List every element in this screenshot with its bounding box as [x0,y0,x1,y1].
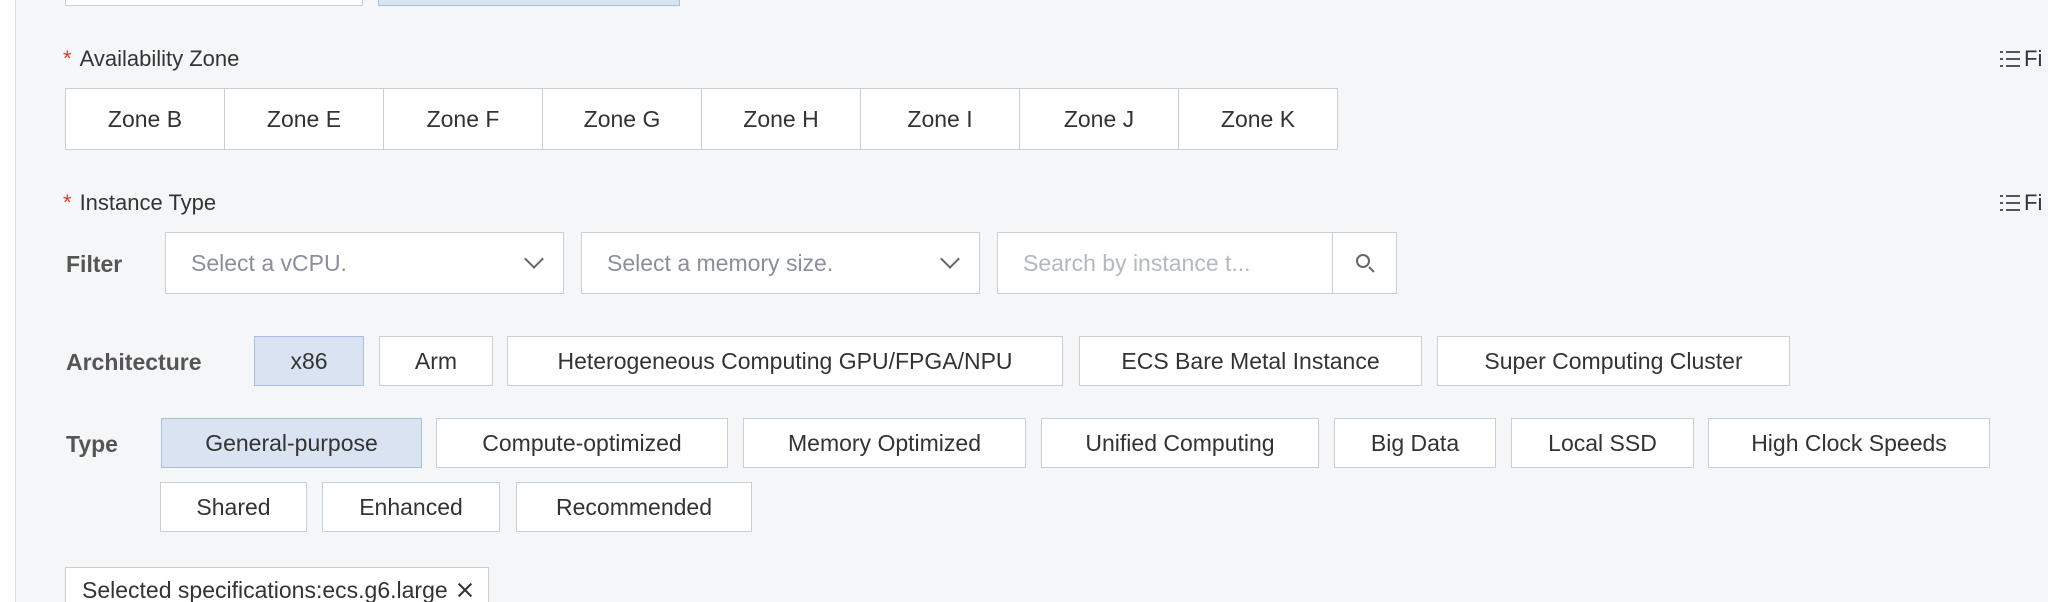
type-option-general-purpose[interactable]: General-purpose [161,418,422,468]
architecture-option-x86[interactable]: x86 [254,336,364,386]
type-option-enhanced[interactable]: Enhanced [322,482,500,532]
architecture-option-bare-metal[interactable]: ECS Bare Metal Instance [1079,336,1422,386]
fix-link-label: Fi [2024,46,2043,71]
availability-zone-title: Availability Zone [79,46,240,71]
type-option-unified-computing[interactable]: Unified Computing [1041,418,1319,468]
zone-button[interactable]: Zone H [701,88,861,150]
previous-option-selected-clipped[interactable] [378,0,680,6]
list-icon [2000,50,2020,68]
type-label: Type [66,431,118,457]
type-option-big-data[interactable]: Big Data [1334,418,1496,468]
zone-button[interactable]: Zone K [1178,88,1338,150]
zone-button[interactable]: Zone I [860,88,1020,150]
architecture-option-arm[interactable]: Arm [379,336,493,386]
architecture-label: Architecture [66,349,202,375]
zone-button-group: Zone B Zone E Zone F Zone G Zone H Zone … [65,88,1338,150]
required-mark: * [63,46,72,71]
type-option-local-ssd[interactable]: Local SSD [1511,418,1694,468]
zone-button[interactable]: Zone F [383,88,543,150]
instance-search-input[interactable]: Search by instance t... [997,232,1333,294]
filter-label: Filter [66,251,123,277]
instance-type-title: Instance Type [79,190,217,215]
type-option-high-clock-speeds[interactable]: High Clock Speeds [1708,418,1990,468]
zone-button[interactable]: Zone B [65,88,225,150]
type-option-memory-optimized[interactable]: Memory Optimized [743,418,1026,468]
zone-button[interactable]: Zone E [224,88,384,150]
availability-zone-label: * Availability Zone [63,46,239,72]
fix-link-zone[interactable]: Fi [2000,46,2048,72]
architecture-option-heterogeneous[interactable]: Heterogeneous Computing GPU/FPGA/NPU [507,336,1063,386]
required-mark: * [63,190,72,215]
type-option-compute-optimized[interactable]: Compute-optimized [436,418,728,468]
left-panel-edge [0,0,16,602]
zone-button[interactable]: Zone J [1019,88,1179,150]
memory-placeholder: Select a memory size. [607,249,834,276]
selected-spec-tag: Selected specifications:ecs.g6.large [65,567,489,602]
search-icon [1355,254,1375,273]
instance-type-label: * Instance Type [63,190,216,216]
memory-select[interactable]: Select a memory size. [581,232,980,294]
vcpu-placeholder: Select a vCPU. [191,249,347,276]
type-option-shared[interactable]: Shared [160,482,307,532]
vcpu-select[interactable]: Select a vCPU. [165,232,564,294]
list-icon [2000,194,2020,212]
zone-button[interactable]: Zone G [542,88,702,150]
architecture-option-super-computing[interactable]: Super Computing Cluster [1437,336,1790,386]
search-button[interactable] [1333,232,1397,294]
instance-search: Search by instance t... [997,232,1397,294]
fix-link-instance[interactable]: Fi [2000,190,2048,216]
type-option-recommended[interactable]: Recommended [516,482,752,532]
fix-link-label: Fi [2024,190,2043,215]
chevron-down-icon [524,249,544,269]
chevron-down-icon [940,249,960,269]
selected-spec-label: Selected specifications:ecs.g6.large [82,576,448,602]
close-icon[interactable] [458,583,472,597]
previous-option-clipped[interactable] [65,0,363,6]
